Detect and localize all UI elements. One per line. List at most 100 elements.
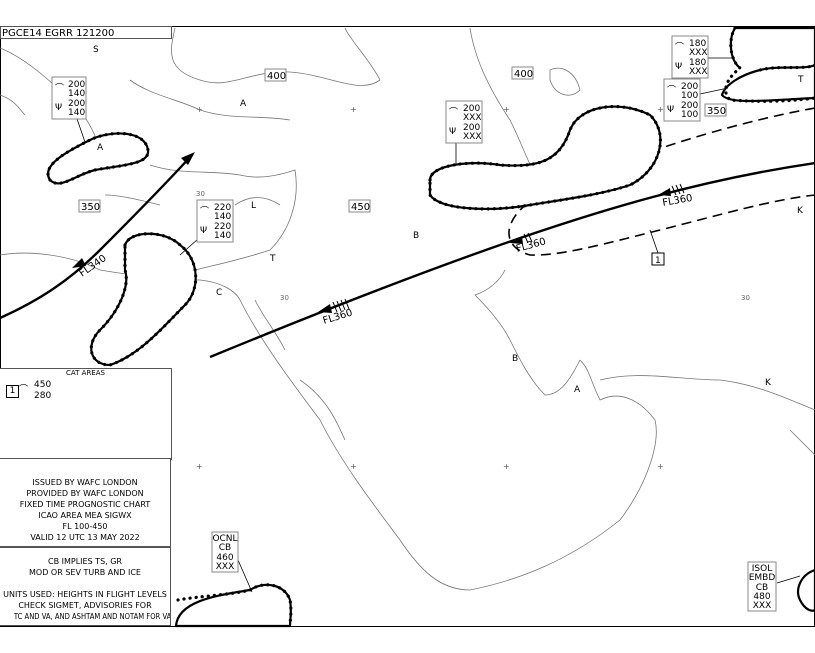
svg-text:T: T (269, 254, 276, 264)
svg-text:L: L (251, 201, 256, 211)
issue-line: FL 100-450 (62, 522, 108, 531)
icing-icon: Ψ (200, 226, 207, 236)
svg-text:30: 30 (280, 294, 289, 302)
svg-text:A: A (574, 385, 581, 395)
jet-streams (0, 152, 815, 359)
svg-text:140: 140 (68, 108, 85, 118)
cat-area-marker: 1 (655, 256, 661, 266)
svg-text:200: 200 (68, 80, 85, 90)
svg-text:ISOL: ISOL (752, 564, 772, 574)
svg-text:EMBD: EMBD (749, 573, 776, 583)
svg-text:+: + (350, 105, 357, 114)
svg-text:S: S (93, 45, 99, 55)
svg-text:OCNL: OCNL (212, 534, 237, 544)
svg-text:XXX: XXX (689, 67, 708, 77)
svg-text:XXX: XXX (463, 113, 482, 123)
cat-top: 450 (34, 380, 52, 390)
svg-text:CB: CB (219, 543, 231, 553)
issue-line: ICAO AREA MEA SIGWX (38, 511, 132, 520)
note-spacer (0, 578, 170, 589)
icing-icon: Ψ (55, 103, 62, 113)
svg-text:460: 460 (216, 553, 233, 563)
tropopause-heights: 400 400 350 450 350 (78, 66, 727, 213)
svg-text:C: C (216, 288, 222, 298)
svg-text:B: B (413, 231, 419, 241)
svg-text:CB: CB (756, 583, 768, 593)
cat-legend-id: 1 (6, 385, 19, 398)
turbulence-icon: ⌒ (19, 385, 29, 395)
chart-header: PGCE14 EGRR 121200 (2, 28, 114, 39)
svg-text:140: 140 (68, 89, 85, 99)
svg-text:200: 200 (681, 101, 698, 111)
svg-text:200: 200 (463, 123, 480, 133)
note-line: MOD OR SEV TURB AND ICE (29, 568, 141, 577)
notes: CB IMPLIES TS, GR MOD OR SEV TURB AND IC… (0, 547, 171, 626)
icing-icon: Ψ (667, 105, 674, 115)
jet-label: FL360 (662, 193, 694, 209)
svg-text:XXX: XXX (753, 601, 772, 611)
svg-text:200: 200 (463, 104, 480, 114)
svg-text:400: 400 (514, 69, 533, 80)
svg-text:K: K (797, 206, 804, 216)
svg-text:B: B (512, 354, 518, 364)
svg-text:+: + (350, 462, 357, 471)
turbulence-icon: ⌒ (55, 83, 64, 94)
latitude-labels: 30 30 30 (196, 190, 750, 302)
svg-text:350: 350 (707, 106, 726, 117)
cat-legend: CAT AREAS 1 ⌒ 450 280 (0, 368, 172, 460)
issue-line: VALID 12 UTC 13 MAY 2022 (30, 533, 140, 542)
svg-text:100: 100 (681, 110, 698, 120)
note-line: CHECK SIGMET, ADVISORIES FOR (18, 601, 152, 610)
cat-area-marker-box (651, 252, 665, 266)
issue-line: PROVIDED BY WAFC LONDON (26, 489, 144, 498)
issue-line: ISSUED BY WAFC LONDON (32, 478, 138, 487)
svg-text:180: 180 (689, 39, 706, 49)
issue-line: FIXED TIME PROGNOSTIC CHART (19, 500, 151, 509)
note-line: TC AND VA, AND ASHTAM AND NOTAM FOR VA (13, 612, 171, 621)
svg-text:XXX: XXX (463, 132, 482, 142)
svg-text:140: 140 (214, 231, 231, 241)
svg-text:+: + (503, 462, 510, 471)
svg-text:140: 140 (214, 212, 231, 222)
svg-text:+: + (657, 105, 664, 114)
svg-text:400: 400 (267, 71, 286, 82)
note-line: CB IMPLIES TS, GR (47, 557, 122, 566)
icing-icon: Ψ (449, 127, 456, 137)
coastlines (0, 27, 815, 591)
svg-text:30: 30 (196, 190, 205, 198)
svg-text:XXX: XXX (689, 48, 708, 58)
turbulence-icon: ⌒ (449, 107, 458, 118)
svg-text:480: 480 (753, 592, 770, 602)
note-line: UNITS USED: HEIGHTS IN FLIGHT LEVELS (3, 590, 167, 599)
svg-text:220: 220 (214, 203, 231, 213)
svg-text:100: 100 (681, 91, 698, 101)
turbulence-icon: ⌒ (200, 206, 209, 217)
svg-text:A: A (97, 143, 104, 153)
svg-text:+: + (196, 462, 203, 471)
cat-base: 280 (34, 391, 52, 401)
svg-text:T: T (797, 75, 804, 85)
cb-cloud-areas (46, 26, 815, 628)
svg-text:K: K (765, 378, 772, 388)
svg-text:+: + (503, 105, 510, 114)
svg-text:200: 200 (68, 99, 85, 109)
svg-text:180: 180 (689, 58, 706, 68)
note-line-wrap: TC AND VA, AND ASHTAM AND NOTAM FOR VA (0, 611, 171, 622)
icing-icon: Ψ (675, 62, 682, 72)
svg-text:220: 220 (214, 222, 231, 232)
svg-text:350: 350 (81, 202, 100, 213)
svg-text:450: 450 (351, 202, 370, 213)
svg-text:200: 200 (681, 82, 698, 92)
svg-text:30: 30 (741, 294, 750, 302)
svg-text:XXX: XXX (216, 562, 235, 572)
leader-lines (75, 57, 801, 593)
turbulence-icon: ⌒ (667, 85, 676, 96)
